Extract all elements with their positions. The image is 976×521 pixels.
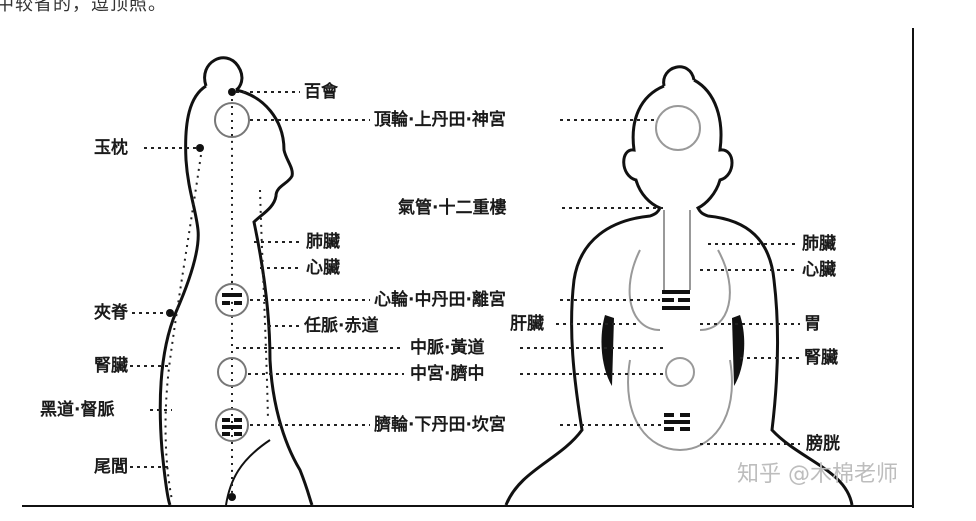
front-trigrams [662, 290, 690, 431]
kan-trigram-bar [222, 425, 242, 429]
leader-lines [130, 91, 800, 468]
lung-outline [628, 249, 731, 331]
label-qiguan: 氣管·十二重樓 [398, 198, 507, 218]
side-dantian-centers [214, 102, 250, 442]
label-xinzang-left: 心臟 [306, 258, 340, 278]
upper-dantian-circle [214, 102, 250, 138]
watermark-text: 知乎 @木棉老师 [737, 462, 898, 487]
front-inner-structures [627, 105, 733, 452]
front-left-outline [504, 84, 665, 506]
label-weilu: 尾閭 [94, 457, 128, 477]
back-channel-dots [164, 147, 203, 501]
label-zhonggong: 中宮·臍中 [410, 364, 485, 384]
label-renmai: 任脈·赤道 [304, 316, 379, 336]
front-upper-dantian-circle [655, 105, 701, 151]
middle-dantian-circle [215, 283, 249, 317]
frame-right-border [912, 28, 914, 508]
label-xinzang-right: 心臟 [802, 260, 836, 280]
label-pangguang: 膀胱 [806, 434, 840, 454]
left-kidney [601, 315, 614, 386]
side-acupoints [166, 88, 236, 501]
side-topknot [203, 56, 244, 92]
label-qilun: 臍輪·下丹田·坎宮 [374, 415, 506, 435]
side-view-figure [158, 56, 314, 506]
li-trigram-bar [222, 293, 242, 297]
side-thigh-outline [225, 439, 271, 506]
label-shenzang-right: 腎臟 [804, 348, 838, 368]
side-back-outline [158, 84, 207, 506]
front-topknot [662, 65, 696, 87]
abdomen-outline [627, 359, 733, 452]
label-xinlun: 心輪·中丹田·離宮 [374, 290, 506, 310]
right-kidney [732, 315, 745, 386]
kidney-shapes [601, 315, 745, 386]
label-zhongmai: 中脈·黃道 [410, 338, 485, 358]
front-right-outline [693, 78, 854, 506]
front-navel-circle [665, 357, 695, 387]
label-feizang-left: 肺臟 [306, 232, 340, 252]
frame-bottom-border [22, 505, 914, 507]
label-feizang-right: 肺臟 [802, 234, 836, 254]
yuzhen-point [196, 144, 204, 152]
label-shenzang-left: 腎臟 [94, 356, 128, 376]
label-baihui: 百會 [304, 82, 338, 102]
cropped-header-text: 中较省的，逗顶照。 [0, 0, 167, 15]
weilu-point [228, 493, 236, 501]
side-channels [164, 91, 269, 501]
trachea-lines [663, 210, 691, 290]
label-heidao: 黑道·督脈 [40, 400, 115, 420]
label-ganzang: 肝臟 [510, 314, 544, 334]
jiaji-point [166, 309, 174, 317]
label-jiaji: 夾脊 [94, 303, 128, 323]
label-dingzhong: 頂輪·上丹田·神宮 [374, 110, 506, 130]
front-channel-dots [259, 189, 269, 421]
lower-dantian-circle [215, 408, 249, 442]
front-view-figure [504, 65, 854, 506]
side-front-outline [235, 88, 314, 506]
navel-center-circle [217, 357, 247, 387]
baihui-point [228, 88, 236, 96]
side-trigrams [222, 293, 242, 436]
label-yuzhen: 玉枕 [94, 138, 128, 158]
label-wei: 胃 [804, 314, 821, 334]
